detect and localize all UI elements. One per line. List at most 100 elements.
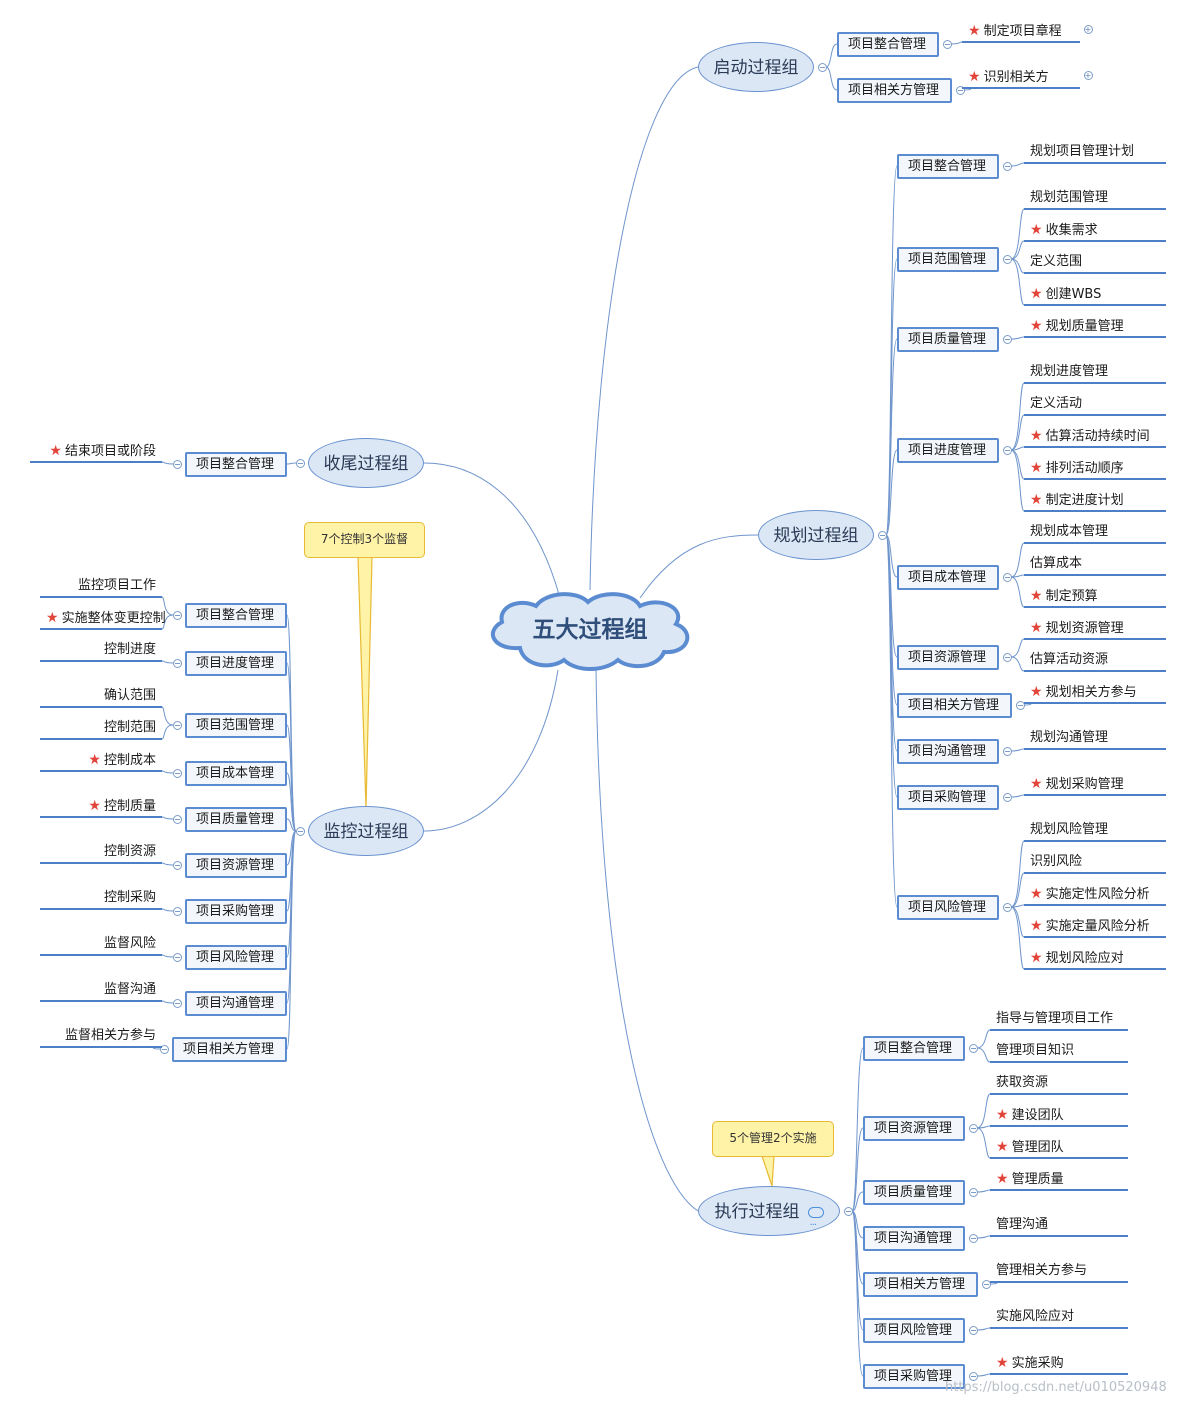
- executing-area-box[interactable]: 项目整合管理: [863, 1036, 965, 1061]
- monitoring-area-box[interactable]: 项目成本管理: [185, 761, 287, 786]
- monitoring-area-box[interactable]: 项目质量管理: [185, 807, 287, 832]
- executing-area-collapse-icon[interactable]: [968, 1371, 978, 1381]
- initiating-collapse-icon[interactable]: [817, 62, 827, 72]
- planning-process-item[interactable]: 估算活动资源: [1024, 650, 1166, 672]
- planning-process-item[interactable]: 识别风险: [1024, 852, 1166, 874]
- initiating-process-item[interactable]: ★制定项目章程: [962, 21, 1080, 43]
- planning-area-box[interactable]: 项目成本管理: [897, 565, 999, 590]
- group-planning[interactable]: 规划过程组: [758, 510, 874, 560]
- closing-area-collapse-icon[interactable]: [172, 459, 182, 469]
- planning-area-collapse-icon[interactable]: [1002, 902, 1012, 912]
- executing-process-item[interactable]: 管理相关方参与: [990, 1261, 1128, 1283]
- planning-area-collapse-icon[interactable]: [1002, 792, 1012, 802]
- executing-area-box[interactable]: 项目沟通管理: [863, 1226, 965, 1251]
- planning-process-item[interactable]: 定义范围: [1024, 252, 1166, 274]
- executing-collapse-icon[interactable]: [843, 1206, 853, 1216]
- closing-collapse-icon[interactable]: [295, 458, 305, 468]
- planning-collapse-icon[interactable]: [877, 530, 887, 540]
- planning-process-item[interactable]: ★排列活动顺序: [1024, 458, 1166, 480]
- initiating-process-item[interactable]: ★识别相关方: [962, 67, 1080, 89]
- planning-process-item[interactable]: 规划范围管理: [1024, 188, 1166, 210]
- comment-icon[interactable]: [807, 1201, 824, 1251]
- planning-area-collapse-icon[interactable]: [1002, 254, 1012, 264]
- planning-process-item[interactable]: 定义活动: [1024, 394, 1166, 416]
- planning-process-item[interactable]: 规划进度管理: [1024, 362, 1166, 384]
- executing-process-item[interactable]: ★建设团队: [990, 1105, 1128, 1127]
- monitoring-area-box[interactable]: 项目范围管理: [185, 713, 287, 738]
- executing-process-item[interactable]: 管理项目知识: [990, 1041, 1128, 1063]
- planning-area-box[interactable]: 项目采购管理: [897, 785, 999, 810]
- planning-area-collapse-icon[interactable]: [1002, 746, 1012, 756]
- monitoring-area-collapse-icon[interactable]: [172, 952, 182, 962]
- planning-process-item[interactable]: ★规划相关方参与: [1024, 682, 1166, 704]
- monitoring-process-item[interactable]: ★控制质量: [40, 796, 162, 818]
- planning-process-item[interactable]: ★规划风险应对: [1024, 948, 1166, 970]
- executing-area-collapse-icon[interactable]: [968, 1123, 978, 1133]
- executing-area-collapse-icon[interactable]: [968, 1233, 978, 1243]
- planning-area-collapse-icon[interactable]: [1002, 572, 1012, 582]
- planning-area-box[interactable]: 项目范围管理: [897, 247, 999, 272]
- initiating-area-box[interactable]: 项目相关方管理: [837, 78, 952, 103]
- planning-process-item[interactable]: ★规划采购管理: [1024, 774, 1166, 796]
- monitoring-process-item[interactable]: 监督相关方参与: [40, 1026, 162, 1048]
- planning-area-box[interactable]: 项目进度管理: [897, 438, 999, 463]
- planning-process-item[interactable]: ★实施定性风险分析: [1024, 884, 1166, 906]
- initiating-area-collapse-icon[interactable]: [942, 39, 952, 49]
- planning-process-item[interactable]: ★制定预算: [1024, 586, 1166, 608]
- monitoring-process-item[interactable]: 控制采购: [40, 888, 162, 910]
- monitoring-process-item[interactable]: 监控项目工作: [40, 576, 162, 598]
- closing-process-item[interactable]: ★结束项目或阶段: [30, 441, 162, 463]
- initiating-area-collapse-icon[interactable]: [955, 85, 965, 95]
- executing-process-item[interactable]: 指导与管理项目工作: [990, 1009, 1128, 1031]
- executing-area-box[interactable]: 项目采购管理: [863, 1364, 965, 1389]
- monitoring-process-item[interactable]: 确认范围: [40, 686, 162, 708]
- group-closing[interactable]: 收尾过程组: [308, 438, 424, 488]
- expand-plus-icon[interactable]: +: [1083, 70, 1093, 80]
- planning-area-box[interactable]: 项目质量管理: [897, 327, 999, 352]
- planning-process-item[interactable]: 规划风险管理: [1024, 820, 1166, 842]
- monitoring-area-collapse-icon[interactable]: [172, 860, 182, 870]
- executing-process-item[interactable]: 获取资源: [990, 1073, 1128, 1095]
- planning-process-item[interactable]: ★收集需求: [1024, 220, 1166, 242]
- monitoring-area-box[interactable]: 项目资源管理: [185, 853, 287, 878]
- monitoring-area-collapse-icon[interactable]: [172, 720, 182, 730]
- monitoring-process-item[interactable]: ★实施整体变更控制: [40, 608, 166, 630]
- monitoring-collapse-icon[interactable]: [295, 826, 305, 836]
- planning-area-collapse-icon[interactable]: [1002, 652, 1012, 662]
- executing-area-collapse-icon[interactable]: [968, 1187, 978, 1197]
- group-executing[interactable]: 执行过程组: [698, 1186, 840, 1251]
- executing-area-box[interactable]: 项目风险管理: [863, 1318, 965, 1343]
- monitoring-area-box[interactable]: 项目进度管理: [185, 651, 287, 676]
- initiating-area-box[interactable]: 项目整合管理: [837, 32, 939, 57]
- planning-process-item[interactable]: ★估算活动持续时间: [1024, 426, 1166, 448]
- monitoring-area-collapse-icon[interactable]: [172, 610, 182, 620]
- planning-process-item[interactable]: 规划项目管理计划: [1024, 142, 1166, 164]
- monitoring-process-item[interactable]: 控制范围: [40, 718, 162, 740]
- planning-process-item[interactable]: ★制定进度计划: [1024, 490, 1166, 512]
- group-monitoring[interactable]: 监控过程组: [308, 806, 424, 856]
- monitoring-area-box[interactable]: 项目相关方管理: [172, 1037, 287, 1062]
- monitoring-process-item[interactable]: 控制资源: [40, 842, 162, 864]
- planning-area-box[interactable]: 项目整合管理: [897, 154, 999, 179]
- planning-area-collapse-icon[interactable]: [1002, 334, 1012, 344]
- monitoring-area-collapse-icon[interactable]: [172, 658, 182, 668]
- planning-area-box[interactable]: 项目沟通管理: [897, 739, 999, 764]
- expand-plus-icon[interactable]: +: [1083, 24, 1093, 34]
- monitoring-process-item[interactable]: 监督沟通: [40, 980, 162, 1002]
- monitoring-area-collapse-icon[interactable]: [172, 906, 182, 916]
- executing-area-box[interactable]: 项目相关方管理: [863, 1272, 978, 1297]
- monitoring-process-item[interactable]: 控制进度: [40, 640, 162, 662]
- planning-area-collapse-icon[interactable]: [1002, 445, 1012, 455]
- planning-process-item[interactable]: 估算成本: [1024, 554, 1166, 576]
- monitoring-callout[interactable]: 7个控制3个监督: [304, 522, 425, 558]
- planning-area-box[interactable]: 项目资源管理: [897, 645, 999, 670]
- executing-process-item[interactable]: ★管理质量: [990, 1169, 1128, 1191]
- monitoring-area-box[interactable]: 项目采购管理: [185, 899, 287, 924]
- executing-area-collapse-icon[interactable]: [981, 1279, 991, 1289]
- monitoring-area-box[interactable]: 项目整合管理: [185, 603, 287, 628]
- executing-process-item[interactable]: 实施风险应对: [990, 1307, 1128, 1329]
- monitoring-process-item[interactable]: ★控制成本: [40, 750, 162, 772]
- planning-process-item[interactable]: 规划成本管理: [1024, 522, 1166, 544]
- executing-area-collapse-icon[interactable]: [968, 1043, 978, 1053]
- group-initiating[interactable]: 启动过程组: [698, 42, 814, 92]
